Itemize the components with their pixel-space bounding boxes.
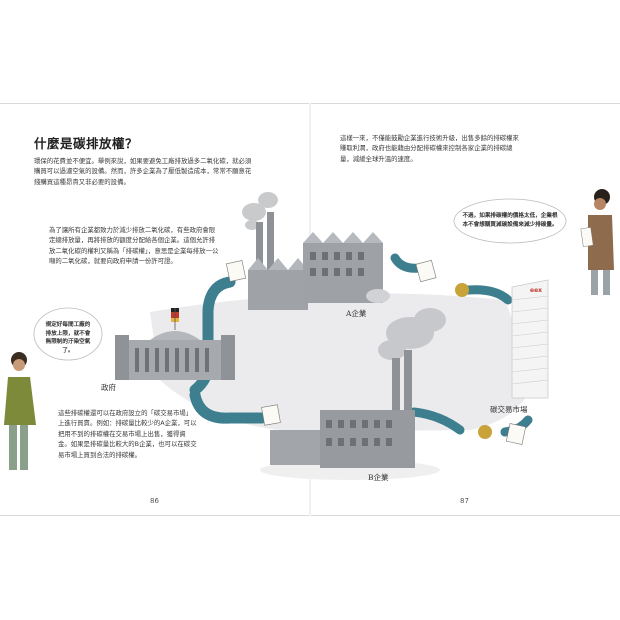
- right-page-paragraph: 這樣一來，不僅能鼓勵企業進行技術升級，出售多餘的排碳權來賺取利潤，政府也能藉由分…: [340, 134, 519, 163]
- trading-paragraph: 這些排碳權還可以在政府設立的「碳交易市場」上進行買賣。例如：排碳量比較少的A企業…: [58, 409, 197, 459]
- money-bags: [455, 283, 492, 439]
- carbon-market-label: 碳交易市場: [490, 405, 528, 414]
- woman-speech-text: 不過，如果排碳權的價格太低，企業根本不會想購買減碳設備來減少排碳量。: [462, 213, 558, 228]
- company-b-label: B企業: [368, 473, 389, 482]
- government-building: [115, 308, 235, 380]
- permit-papers: [225, 259, 527, 445]
- woman-character: [580, 189, 614, 295]
- page-number-left: 86: [150, 497, 159, 505]
- explanation-paragraph: 為了讓所有企業都致力於減少排放二氧化碳，有些政府會限定總排放量，再將排放的額度分…: [49, 226, 219, 266]
- carbon-market-tower: eex: [511, 279, 549, 399]
- page-title: 什麼是碳排放權？: [34, 136, 139, 151]
- speech-bubbles: [33, 198, 567, 361]
- man-speech-text: 規定好每間工廠的排放上限，就不會無限制的汙染空氣了。: [45, 322, 91, 354]
- page-number-right: 87: [460, 497, 469, 505]
- intro-paragraph: 環保的花費並不便宜。舉例來說，如果要避免工廠排放過多二氧化碳，就必須購買可以過濾…: [34, 157, 252, 186]
- man-character: [4, 352, 36, 470]
- company-a-label: A企業: [346, 309, 367, 318]
- government-label: 政府: [101, 383, 116, 392]
- company-b-factory: [270, 308, 446, 468]
- company-a-factory: [242, 192, 390, 310]
- exchange-sign: eex: [530, 287, 542, 294]
